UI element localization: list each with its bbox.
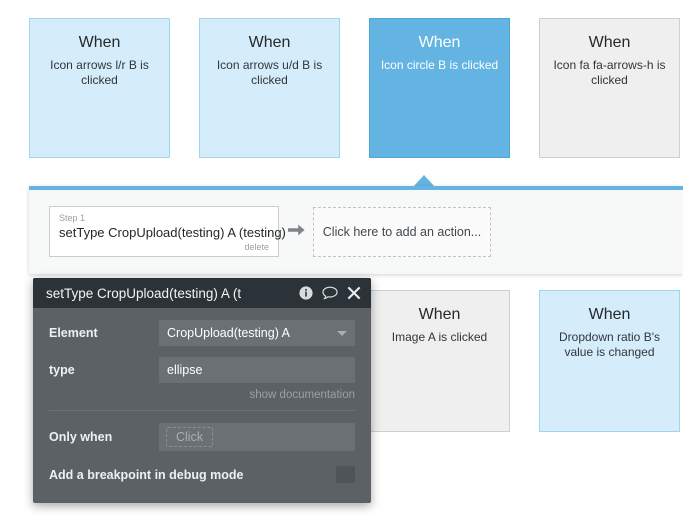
field-label-only-when: Only when — [49, 430, 113, 444]
breakpoint-label: Add a breakpoint in debug mode — [49, 467, 244, 482]
event-card-title: When — [588, 34, 631, 51]
event-card-title: When — [588, 306, 631, 323]
event-card-icon-circle-selected[interactable]: When Icon circle B is clicked — [369, 18, 510, 158]
dialog-header[interactable]: setType CropUpload(testing) A (t — [33, 278, 371, 308]
event-card-title: When — [418, 34, 461, 51]
dialog-header-icons — [299, 286, 361, 300]
dialog-title: setType CropUpload(testing) A (t — [46, 285, 242, 301]
event-card-row-top: When Icon arrows l/r B is clicked When I… — [0, 18, 683, 158]
event-card-dropdown-ratio-b[interactable]: When Dropdown ratio B's value is changed — [539, 290, 680, 432]
step-delete-link[interactable]: delete — [244, 242, 269, 252]
event-card-row-bottom: When Image A is clicked When Dropdown ra… — [0, 290, 683, 432]
field-label-type: type — [49, 363, 75, 377]
dialog-divider — [49, 410, 355, 411]
add-action-label: Click here to add an action... — [322, 224, 482, 239]
event-card-subtitle: Icon arrows l/r B is clicked — [50, 58, 149, 87]
panel-pointer-triangle — [413, 175, 435, 187]
field-row-element: Element CropUpload(testing) A — [49, 320, 355, 346]
add-action-button[interactable]: Click here to add an action... — [313, 206, 491, 257]
event-card-subtitle: Image A is clicked — [391, 330, 488, 344]
show-documentation-link[interactable]: show documentation — [249, 389, 355, 401]
only-when-placeholder-chip: Click — [166, 427, 214, 447]
event-card-title: When — [248, 34, 291, 51]
event-card-image-a[interactable]: When Image A is clicked — [369, 290, 510, 432]
step-title: setType CropUpload(testing) A (testing) — [59, 225, 286, 240]
element-dropdown-value: CropUpload(testing) A — [167, 326, 290, 340]
property-editor-dialog: setType CropUpload(testing) A (t — [33, 278, 371, 503]
event-card-subtitle: Dropdown ratio B's value is changed — [558, 330, 660, 359]
field-row-breakpoint: Add a breakpoint in debug mode — [49, 462, 355, 495]
only-when-input[interactable]: Click — [159, 423, 355, 451]
event-card-subtitle: Icon circle B is clicked — [380, 58, 499, 72]
field-row-only-when: Only when Click — [49, 423, 355, 451]
action-sequence-panel: Step 1 setType CropUpload(testing) A (te… — [29, 186, 683, 274]
arrow-right-icon — [279, 223, 313, 240]
type-input-value: ellipse — [167, 363, 203, 377]
event-card-subtitle: Icon arrows u/d B is clicked — [216, 58, 323, 87]
breakpoint-checkbox[interactable] — [336, 466, 355, 483]
event-card-title: When — [418, 306, 461, 323]
action-sequence-inner: Step 1 setType CropUpload(testing) A (te… — [49, 206, 491, 257]
element-dropdown[interactable]: CropUpload(testing) A — [159, 320, 355, 346]
event-card-icon-fa-arrows-h[interactable]: When Icon fa fa-arrows-h is clicked — [539, 18, 680, 158]
info-icon[interactable] — [299, 286, 313, 300]
comment-icon[interactable] — [322, 286, 338, 300]
dialog-body: Element CropUpload(testing) A type ellip… — [33, 308, 371, 503]
event-card-title: When — [78, 34, 121, 51]
event-card-icon-arrows-ud[interactable]: When Icon arrows u/d B is clicked — [199, 18, 340, 158]
event-card-subtitle: Icon fa fa-arrows-h is clicked — [553, 58, 666, 87]
field-row-type: type ellipse — [49, 357, 355, 383]
close-icon[interactable] — [347, 286, 361, 300]
event-card-icon-arrows-lr[interactable]: When Icon arrows l/r B is clicked — [29, 18, 170, 158]
type-input[interactable]: ellipse — [159, 357, 355, 383]
field-label-element: Element — [49, 326, 98, 340]
workflow-step-1[interactable]: Step 1 setType CropUpload(testing) A (te… — [49, 206, 286, 257]
step-index-label: Step 1 — [59, 213, 86, 223]
chevron-down-icon — [337, 330, 347, 336]
